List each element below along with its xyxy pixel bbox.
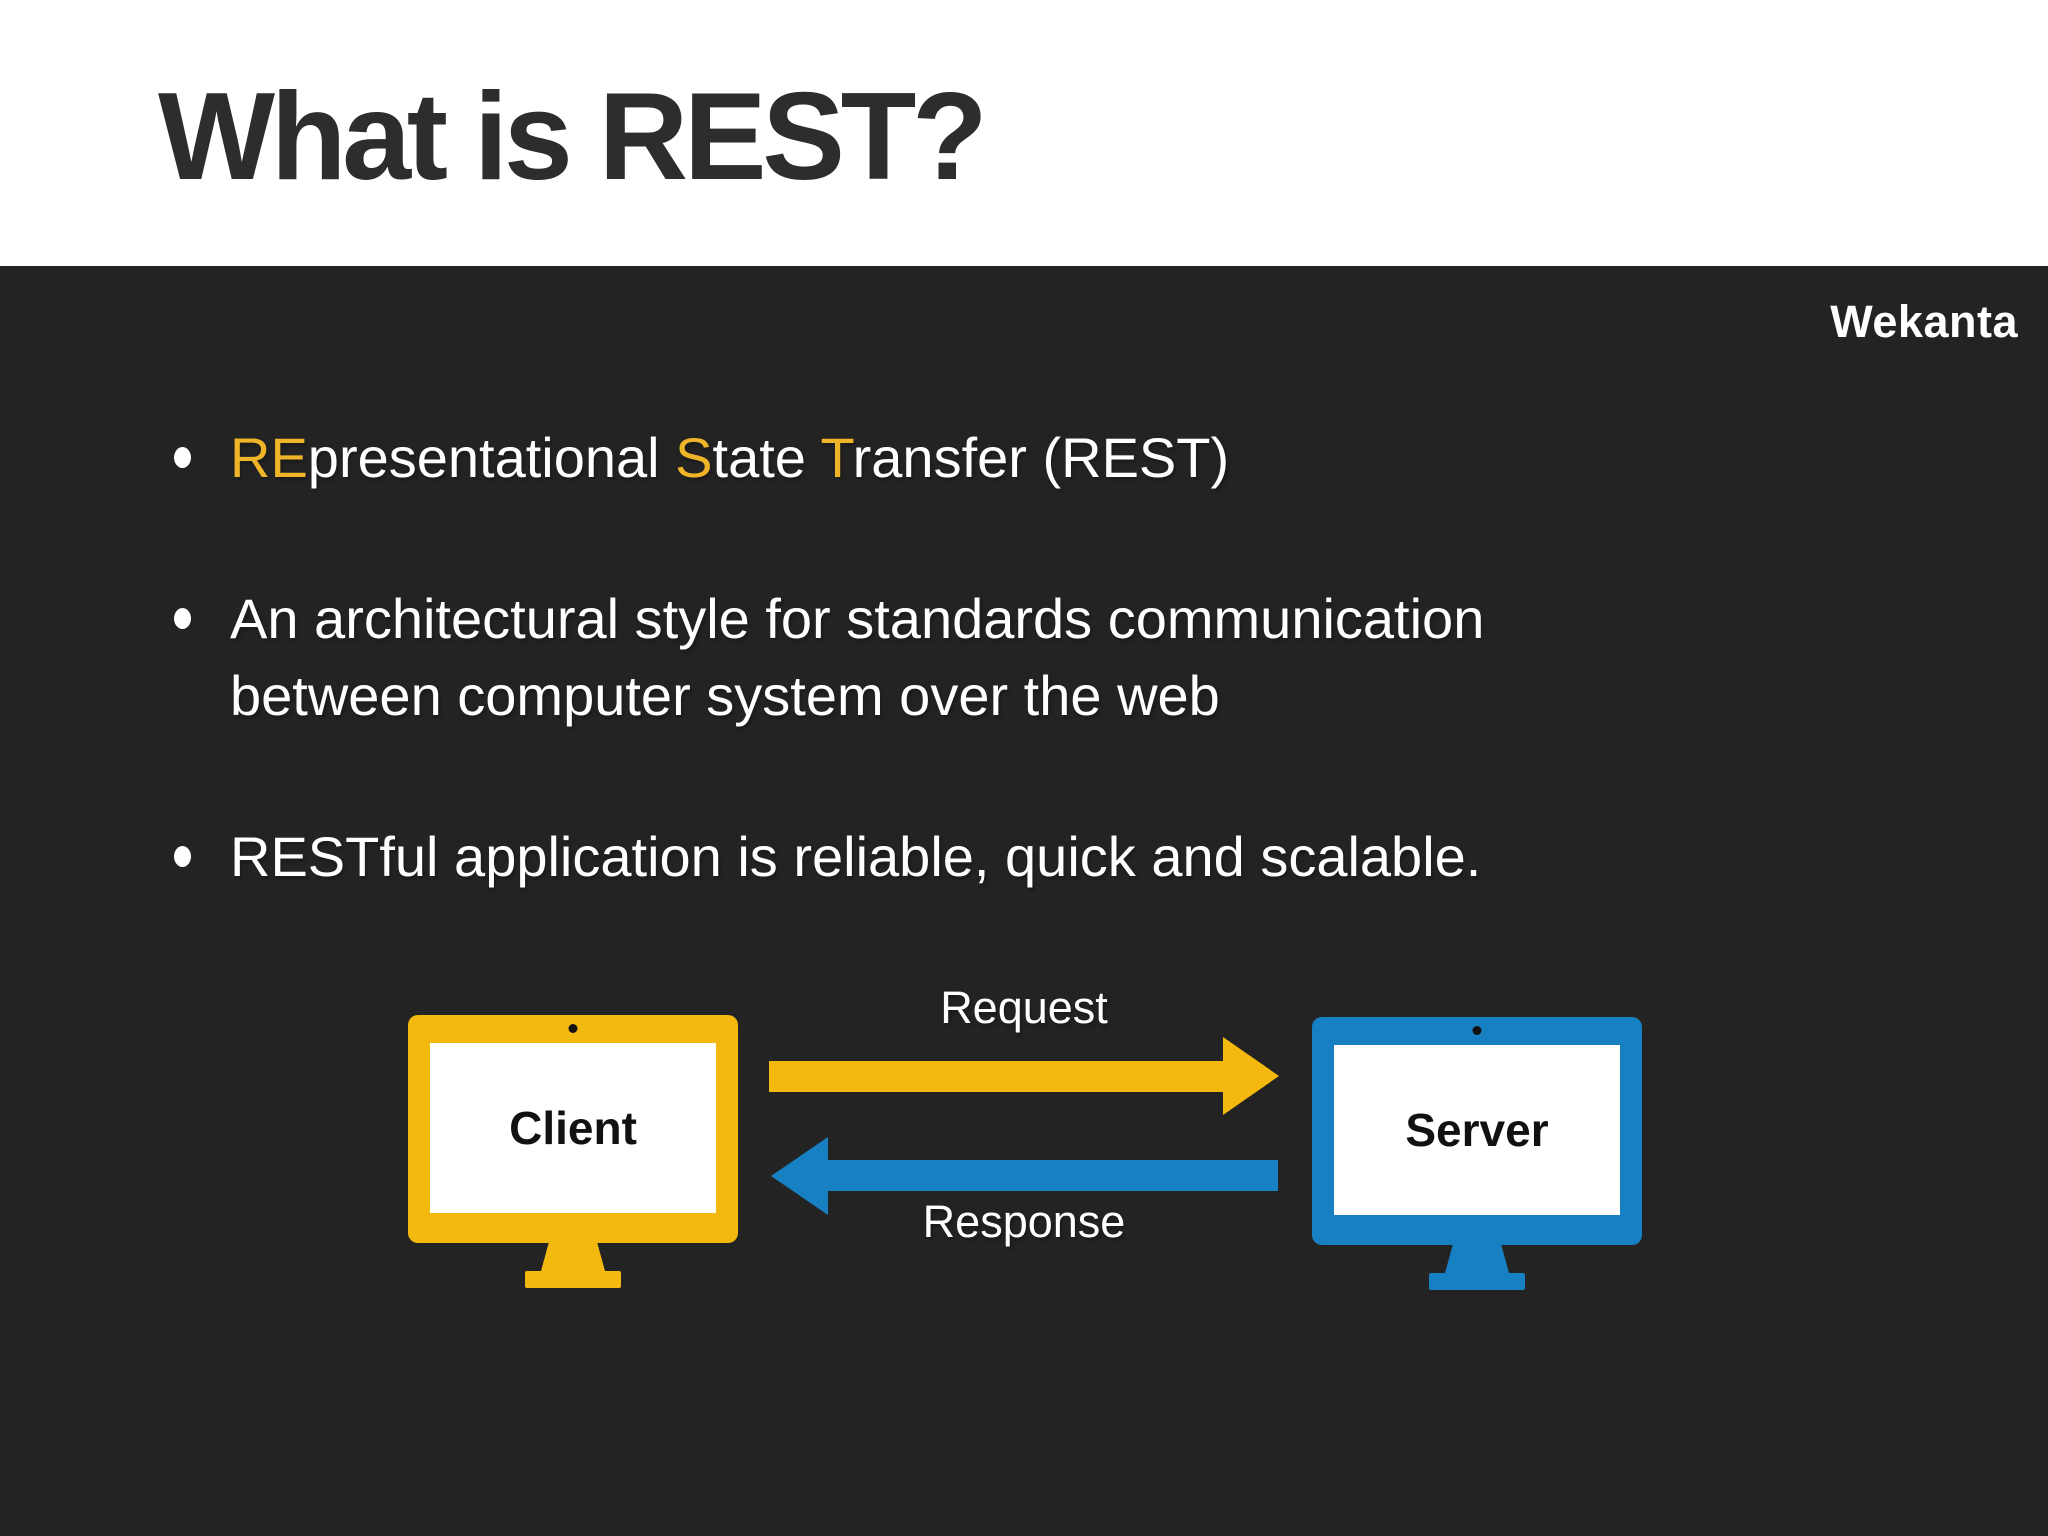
client-screen: Client xyxy=(430,1043,716,1213)
plain-text: tate xyxy=(712,426,821,489)
bullet-item: REpresentational State Transfer (REST) xyxy=(160,419,1710,496)
highlighted-letters: S xyxy=(675,426,713,489)
server-stand-base-icon xyxy=(1429,1273,1525,1290)
server-screen: Server xyxy=(1334,1045,1620,1215)
bullet-item: An architectural style for standards com… xyxy=(160,580,1710,734)
client-monitor-icon: Client xyxy=(408,1015,738,1288)
response-arrow-shaft xyxy=(828,1160,1278,1191)
server-stand-neck-icon xyxy=(1445,1245,1509,1273)
title-band: What is REST? xyxy=(0,0,2048,266)
client-stand-base-icon xyxy=(525,1271,621,1288)
slide-title: What is REST? xyxy=(158,68,988,206)
bullet-text: An architectural style for standards com… xyxy=(230,587,1484,727)
client-label: Client xyxy=(509,1102,637,1154)
webcam-dot-icon xyxy=(1472,1026,1482,1035)
request-arrow-shaft xyxy=(769,1061,1223,1092)
plain-text: RESTful application is reliable, quick a… xyxy=(230,825,1482,888)
highlighted-letters: T xyxy=(820,426,853,489)
plain-text: An architectural style for standards com… xyxy=(230,587,1485,727)
webcam-dot-icon xyxy=(568,1024,578,1033)
response-arrow-head xyxy=(771,1137,828,1215)
server-label: Server xyxy=(1405,1104,1549,1156)
highlighted-letters: RE xyxy=(230,426,308,489)
bullet-list: REpresentational State Transfer (REST) An… xyxy=(160,419,1710,895)
bullet-text: REpresentational State Transfer (REST) xyxy=(230,426,1229,489)
bullet-dot-icon xyxy=(174,846,191,867)
brand-logo: Wekanta xyxy=(1830,296,2018,347)
plain-text: ransfer (REST) xyxy=(852,426,1230,489)
response-label: Response xyxy=(922,1196,1126,1247)
bullet-item: RESTful application is reliable, quick a… xyxy=(160,818,1710,895)
client-stand-neck-icon xyxy=(541,1243,605,1271)
plain-text: presentational xyxy=(307,426,676,489)
server-monitor-icon: Server xyxy=(1312,1017,1642,1290)
bullet-dot-icon xyxy=(174,608,191,629)
request-label: Request xyxy=(940,982,1108,1033)
bullet-text: RESTful application is reliable, quick a… xyxy=(230,825,1481,888)
bullet-dot-icon xyxy=(174,447,191,468)
request-arrow-head xyxy=(1223,1037,1279,1115)
